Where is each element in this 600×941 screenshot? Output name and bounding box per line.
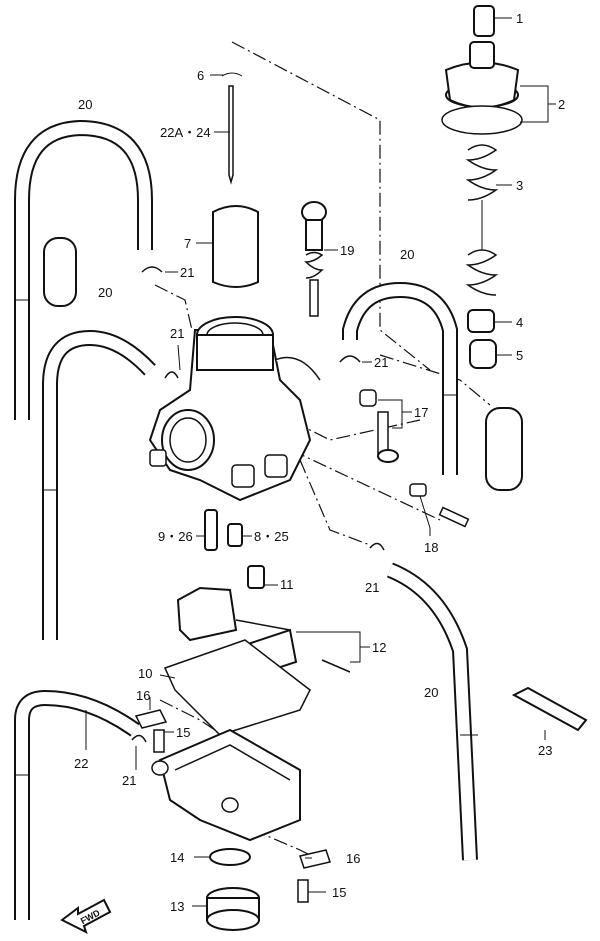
screw-lower <box>297 879 309 903</box>
callout-20-c: 20 <box>400 247 414 262</box>
callout-21-c: 21 <box>374 355 388 370</box>
callout-17: 17 <box>414 405 428 420</box>
throttle-stop-screw <box>359 389 399 463</box>
callout-6: 6 <box>197 68 204 83</box>
callout-16-a: 16 <box>136 688 150 703</box>
spring-seat <box>467 309 495 333</box>
callout-21-a: 21 <box>180 265 194 280</box>
callout-20-a: 20 <box>78 97 92 112</box>
clamp-plate-upper <box>134 709 168 729</box>
main-jet <box>227 523 243 547</box>
spring <box>465 144 499 296</box>
callout-11: 11 <box>280 577 294 592</box>
callout-4: 4 <box>516 315 523 330</box>
throttle-valve <box>212 205 259 288</box>
callout-7: 7 <box>184 236 191 251</box>
callout-21-b: 21 <box>170 326 184 341</box>
callout-labels: 1 2 3 4 5 6 22A・24 7 21 19 20 20 20 21 2… <box>74 11 565 914</box>
pilot-screw <box>409 483 470 528</box>
callout-22: 22 <box>74 756 88 771</box>
air-screw <box>301 201 327 317</box>
callout-20-d: 20 <box>424 685 438 700</box>
callout-15-b: 15 <box>332 885 346 900</box>
callout-15-a: 15 <box>176 725 190 740</box>
callout-8-25: 8・25 <box>254 529 289 544</box>
cap-assembly <box>441 5 523 135</box>
hose-mid-left <box>42 329 156 640</box>
needle-holder <box>469 339 497 369</box>
callout-3: 3 <box>516 178 523 193</box>
callout-10: 10 <box>138 666 152 681</box>
clamp-plate-lower <box>299 849 331 869</box>
leader-lines <box>85 17 556 907</box>
callout-12: 12 <box>372 640 386 655</box>
forward-direction-marker: FWD <box>60 898 112 934</box>
pilot-jet <box>204 509 218 551</box>
float-gasket <box>163 639 311 736</box>
callout-21-d: 21 <box>365 580 379 595</box>
jet-needle <box>221 72 243 185</box>
hose-upper-left <box>14 119 153 420</box>
bracket <box>511 686 588 732</box>
screw-upper <box>153 729 165 753</box>
float-chamber <box>151 728 301 842</box>
callout-9-26: 9・26 <box>158 529 193 544</box>
callout-19: 19 <box>340 243 354 258</box>
callout-16-b: 16 <box>346 851 360 866</box>
hose-right <box>386 562 478 861</box>
hose-lower-left <box>13 689 140 920</box>
callout-20-b: 20 <box>98 285 112 300</box>
hose-clips <box>131 266 385 743</box>
callout-21-e: 21 <box>122 773 136 788</box>
callout-13: 13 <box>170 899 184 914</box>
hose-center <box>342 281 523 491</box>
needle-valve <box>247 565 265 589</box>
callout-1: 1 <box>516 11 523 26</box>
carburetor-body <box>148 316 321 502</box>
callout-5: 5 <box>516 348 523 363</box>
callout-2: 2 <box>558 97 565 112</box>
drain-plug <box>206 887 260 931</box>
callout-18: 18 <box>424 540 438 555</box>
callout-14: 14 <box>170 850 184 865</box>
callout-22a-24: 22A・24 <box>160 125 211 140</box>
o-ring <box>209 848 251 866</box>
callout-23: 23 <box>538 743 552 758</box>
